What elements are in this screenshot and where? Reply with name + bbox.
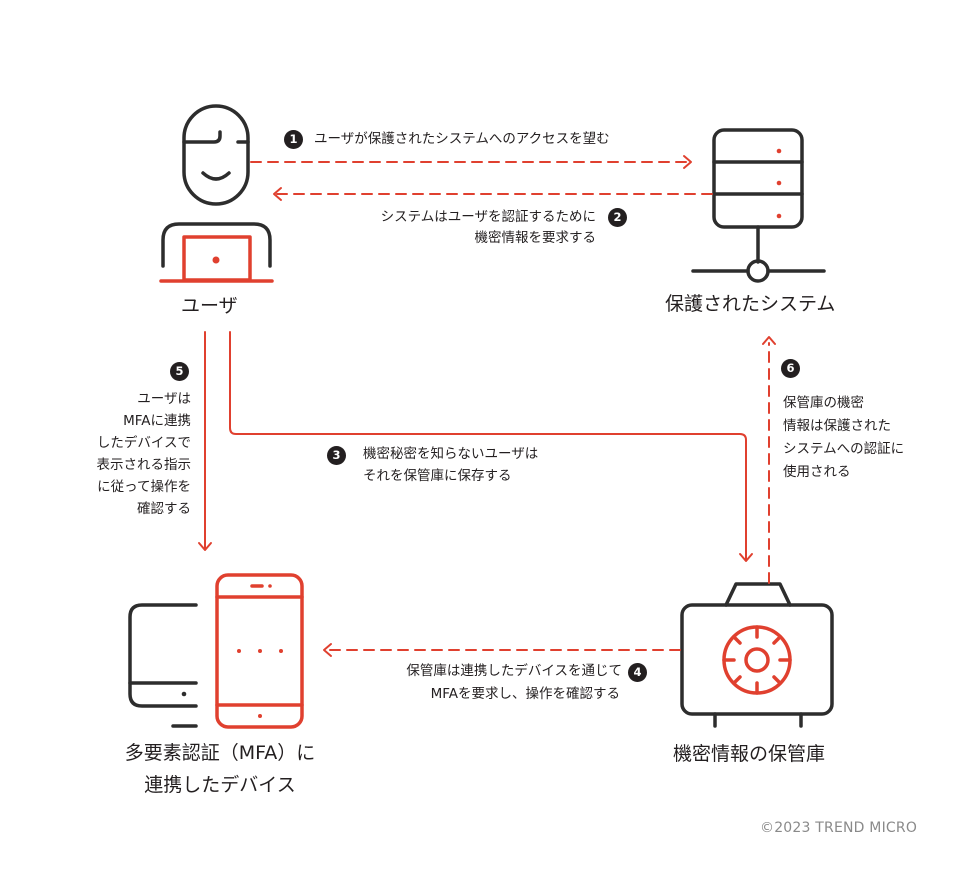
step-3-badge: 3 <box>327 446 346 465</box>
vault-icon <box>680 582 834 728</box>
step-1-badge: 1 <box>284 130 303 149</box>
protected-system-label: 保護されたシステム <box>665 293 836 315</box>
step-5-text-line-6: 確認する <box>137 501 191 517</box>
step-6-text-line-3: システムへの認証に <box>783 441 905 457</box>
step-6-text-line-4: 使用される <box>783 464 851 480</box>
arrow-step-1 <box>250 155 692 169</box>
step-6-text-line-2: 情報は保護された <box>783 418 891 434</box>
step-6-text-line-1: 保管庫の機密 <box>783 395 864 411</box>
user-label: ユーザ <box>181 295 238 317</box>
user-with-laptop-icon <box>159 104 274 283</box>
step-2-text-line-1: システムはユーザを認証するために <box>380 209 596 225</box>
tablet-icon <box>128 603 198 728</box>
step-6-badge: 6 <box>781 359 800 378</box>
copyright-notice: ©2023 TREND MICRO <box>760 820 918 836</box>
mfa-device-label-line-2: 連携したデバイス <box>144 774 296 796</box>
step-4-text-line-1: 保管庫は連携したデバイスを通じて <box>406 663 622 679</box>
arrow-step-3 <box>229 331 753 562</box>
arrow-step-5 <box>198 331 212 551</box>
step-5-badge: 5 <box>170 362 189 381</box>
smartphone-icon <box>215 573 304 729</box>
laptop-icon <box>159 235 274 283</box>
step-2-badge: 2 <box>608 208 627 227</box>
server-status-lights <box>776 148 782 219</box>
step-5-text-line-4: 表示される指示 <box>96 457 192 473</box>
step-4-badge: 4 <box>628 663 647 682</box>
step-4-text-line-2: MFAを要求し、操作を確認する <box>430 686 620 702</box>
step-3-text-line-2: それを保管庫に保存する <box>363 468 512 484</box>
arrow-step-4 <box>323 643 681 657</box>
step-5-text-line-1: ユーザは <box>137 391 191 407</box>
step-2-text-line-2: 機密情報を要求する <box>474 230 597 246</box>
mfa-device-label-line-1: 多要素認証（MFA）に <box>124 742 316 764</box>
step-3-text-line-1: 機密秘密を知らないユーザは <box>363 446 539 462</box>
step-5-text-line-2: MFAに連携 <box>123 413 191 429</box>
step-1-text: ユーザが保護されたシステムへのアクセスを望む <box>314 131 610 147</box>
user-shoulders <box>161 222 272 268</box>
server-icon <box>691 128 826 283</box>
secrets-vault-label: 機密情報の保管庫 <box>673 743 826 765</box>
combination-dial-icon <box>722 625 792 695</box>
mfa-device-icon <box>128 573 304 729</box>
arrow-step-2 <box>273 187 713 201</box>
user-head-icon <box>182 104 250 206</box>
arrow-step-6 <box>762 336 776 584</box>
step-5-text-line-5: に従って操作を <box>97 479 191 495</box>
step-5-text-line-3: したデバイスで <box>96 435 191 451</box>
